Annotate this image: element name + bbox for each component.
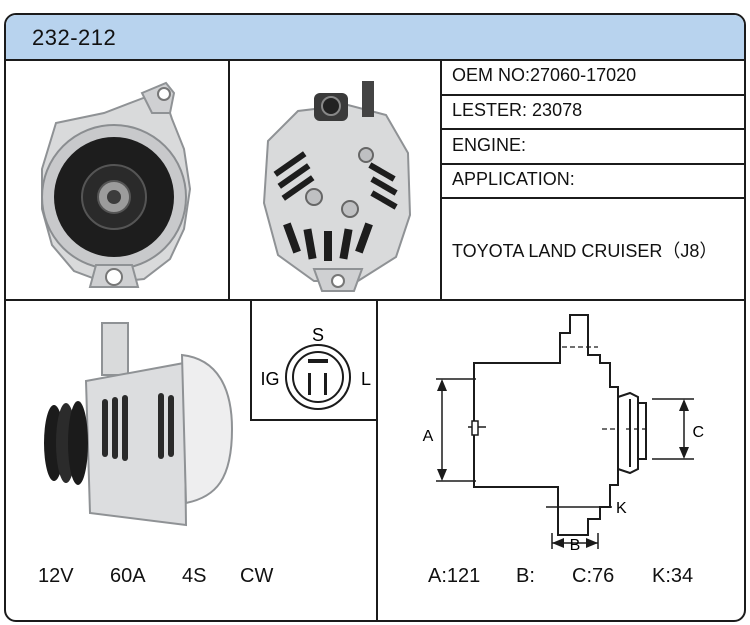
dimension-value-a: A:121 bbox=[428, 565, 481, 587]
connector-box-bottom bbox=[250, 419, 378, 421]
dimension-value-k: K:34 bbox=[652, 565, 694, 587]
info-row-divider-4 bbox=[440, 197, 744, 199]
part-number-title: 232-212 bbox=[32, 25, 117, 50]
info-row-divider-2 bbox=[440, 128, 744, 130]
info-row-divider-1 bbox=[440, 94, 744, 96]
engine-label: ENGINE: bbox=[452, 135, 527, 155]
lester-row: LESTER: 23078 bbox=[452, 100, 582, 121]
dimension-label-k: K bbox=[616, 500, 627, 517]
dimension-value-b: B: bbox=[516, 565, 535, 587]
spec-voltage: 12V bbox=[38, 565, 74, 587]
title-bar: 232-212 bbox=[6, 15, 744, 61]
application-label: APPLICATION: bbox=[452, 169, 575, 189]
vehicle-application: TOYOTA LAND CRUISER（J8） bbox=[452, 241, 718, 261]
connector-diagram: S IG L bbox=[260, 325, 371, 410]
spec-groove: 4S bbox=[182, 565, 207, 587]
info-row-divider-3 bbox=[440, 163, 744, 165]
alternator-front-image bbox=[41, 81, 192, 288]
alternator-side-image bbox=[44, 322, 234, 527]
connector-label-l: L bbox=[361, 369, 371, 389]
oem-label: OEM NO: bbox=[452, 65, 531, 85]
spec-sheet: 232-212 OEM NO:27060-17020 LESTER: 23078… bbox=[4, 13, 746, 622]
divider-top-left bbox=[228, 59, 230, 299]
lester-value: 23078 bbox=[532, 100, 583, 120]
spec-amperage: 60A bbox=[110, 565, 146, 587]
dimension-label-b: B bbox=[570, 537, 581, 551]
engine-row: ENGINE: bbox=[452, 135, 526, 156]
dimension-diagram: A C K B bbox=[423, 314, 704, 551]
dimension-value-c: C:76 bbox=[572, 565, 615, 587]
oem-row: OEM NO:27060-17020 bbox=[452, 65, 636, 86]
connector-box-left bbox=[250, 299, 252, 421]
application-row: APPLICATION: bbox=[452, 169, 575, 190]
dimension-label-a: A bbox=[423, 428, 434, 445]
dimension-label-c: C bbox=[692, 424, 704, 441]
connector-label-ig: IG bbox=[260, 369, 279, 389]
divider-main-horizontal bbox=[6, 299, 744, 301]
alternator-rear-image bbox=[262, 81, 412, 292]
oem-value: 27060-17020 bbox=[530, 65, 637, 85]
connector-label-s: S bbox=[312, 325, 324, 345]
spec-rotation: CW bbox=[240, 565, 274, 587]
lester-label: LESTER: bbox=[452, 100, 528, 120]
divider-top-right bbox=[440, 59, 442, 299]
divider-bottom-middle bbox=[376, 299, 378, 620]
